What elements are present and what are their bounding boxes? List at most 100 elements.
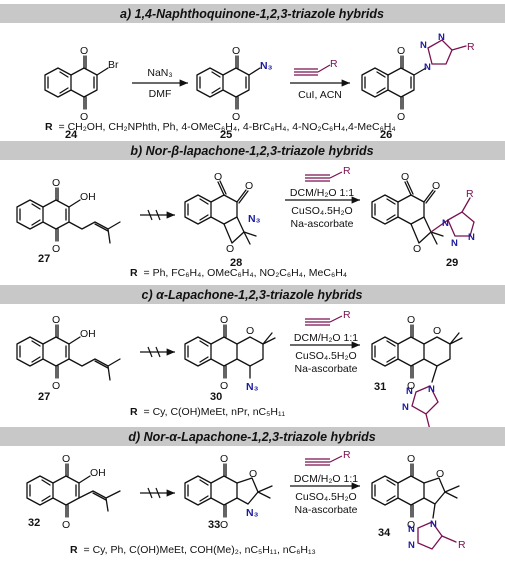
compound-label-27: 27	[38, 391, 50, 403]
atom-oh: OH	[80, 328, 96, 340]
triazole-n: N	[451, 238, 458, 249]
atom-o: O	[214, 171, 222, 183]
azide-group: N₃	[248, 213, 261, 225]
condition-reagent: NaN₃	[147, 67, 172, 79]
r-label: R	[45, 121, 53, 133]
compound-24: O O Br 24	[44, 45, 119, 141]
section-d-title: d) Nor-α-Lapachone-1,2,3-triazole hybrid…	[128, 430, 375, 444]
atom-o: O	[220, 519, 228, 531]
condition-reductant: Na-ascorbate	[294, 504, 357, 516]
atom-o: O	[220, 314, 228, 326]
section-c-header	[0, 285, 505, 304]
atom-oh: OH	[90, 467, 106, 479]
compound-32: O O OH 32	[26, 453, 121, 531]
atom-o: O	[397, 111, 405, 123]
atom-o: O	[407, 519, 415, 531]
compound-label-27: 27	[38, 253, 50, 265]
compound-31: O O O N N N R 31	[371, 314, 463, 445]
r-label: R	[130, 267, 138, 279]
condition-solvent: DMF	[149, 88, 172, 100]
compound-27: O O OH 27	[16, 177, 121, 265]
condition-catalyst: CuSO₄.5H₂O	[295, 350, 356, 362]
multistep-tick	[155, 346, 161, 358]
compound-25: O O N₃ 25	[196, 45, 273, 141]
section-a: a) 1,4-Naphthoquinone-1,2,3-triazole hyb…	[0, 4, 505, 141]
r-values: = Ph, FC₆H₄, OMeC₆H₄, NO₂C₆H₄, MeC₆H₄	[144, 267, 348, 279]
atom-o: O	[246, 325, 254, 337]
condition-solvent: DCM/H₂O 1:1	[290, 187, 354, 199]
section-b-title: b) Nor-β-lapachone-1,2,3-triazole hybrid…	[130, 144, 373, 158]
condition-solvent: DCM/H₂O 1:1	[294, 332, 358, 344]
section-a-header	[0, 4, 505, 23]
r-group-line-b: R = Ph, FC₆H₄, OMeC₆H₄, NO₂C₆H₄, MeC₆H₄	[130, 267, 347, 279]
atom-o: O	[220, 453, 228, 465]
r-group-line-a: R = CH₂OH, CH₂NPhth, Ph, 4-OMeC₆H₄, 4-Br…	[45, 121, 396, 133]
atom-o: O	[407, 453, 415, 465]
section-b-header	[0, 141, 505, 160]
compound-label-31: 31	[374, 381, 386, 393]
compound-label-24: 24	[65, 129, 78, 141]
r-label: R	[130, 406, 138, 418]
atom-o: O	[433, 325, 441, 337]
atom-o: O	[52, 243, 60, 255]
substituent-r: R	[458, 539, 466, 551]
atom-o: O	[245, 180, 253, 192]
multistep-tick	[155, 209, 161, 221]
atom-o: O	[432, 180, 440, 192]
triazole-n: N	[424, 62, 431, 73]
compound-26: O O N N N R 26	[361, 32, 475, 141]
compound-28: O O O N₃ 28	[184, 171, 261, 269]
atom-o: O	[407, 380, 415, 392]
atom-o: O	[80, 45, 88, 57]
compound-33: O O O N₃ 33	[184, 453, 273, 531]
section-d-header	[0, 427, 505, 446]
atom-o: O	[52, 380, 60, 392]
atom-oh: OH	[80, 191, 96, 203]
multistep-tick	[147, 346, 153, 358]
substituent-r: R	[467, 41, 475, 53]
azide-group: N₃	[246, 381, 259, 393]
compound-27: O O OH 27	[16, 314, 121, 403]
compound-label-33: 33	[208, 519, 220, 531]
alkyne-r-label: R	[343, 449, 351, 461]
section-c-title: c) α-Lapachone-1,2,3-triazole hybrids	[142, 288, 363, 302]
section-c: c) α-Lapachone-1,2,3-triazole hybrids O …	[0, 285, 505, 445]
atom-o: O	[62, 519, 70, 531]
compound-label-34: 34	[378, 527, 391, 539]
compound-label-32: 32	[28, 517, 40, 529]
alkyne-r-label: R	[343, 309, 351, 321]
multistep-tick	[147, 209, 153, 221]
atom-o: O	[226, 243, 234, 255]
atom-o: O	[413, 243, 421, 255]
atom-o: O	[80, 111, 88, 123]
atom-o: O	[232, 111, 240, 123]
triazole-n: N	[406, 386, 413, 397]
r-group-line-d: R = Cy, Ph, C(OH)MeEt, COH(Me)₂, nC₅H₁₁,…	[70, 544, 316, 556]
triazole-n: N	[428, 384, 435, 395]
multistep-tick	[147, 487, 153, 499]
compound-label-26: 26	[380, 129, 392, 141]
atom-o: O	[52, 314, 60, 326]
section-d: d) Nor-α-Lapachone-1,2,3-triazole hybrid…	[0, 427, 505, 556]
atom-o: O	[62, 453, 70, 465]
triazole-n: N	[402, 402, 409, 413]
r-label: R	[70, 544, 78, 556]
r-values: = CH₂OH, CH₂NPhth, Ph, 4-OMeC₆H₄, 4-BrC₆…	[59, 121, 396, 133]
triazole-n: N	[438, 32, 445, 43]
atom-o: O	[407, 314, 415, 326]
compound-29: O O O N N N R 29	[371, 171, 475, 269]
section-b: b) Nor-β-lapachone-1,2,3-triazole hybrid…	[0, 141, 505, 279]
multistep-tick	[155, 487, 161, 499]
compound-label-29: 29	[446, 257, 458, 269]
compound-30: O O O N₃ 30	[184, 314, 276, 403]
azide-group: N₃	[246, 507, 259, 519]
condition-catalyst: CuI, ACN	[298, 89, 342, 101]
atom-o: O	[401, 171, 409, 183]
atom-o: O	[52, 177, 60, 189]
triazole-n: N	[430, 519, 437, 530]
r-values: = Cy, C(OH)MeEt, nPr, nC₅H₁₁	[144, 406, 286, 418]
condition-catalyst: CuSO₄.5H₂O	[295, 491, 356, 503]
triazole-n: N	[420, 40, 427, 51]
atom-o: O	[249, 468, 257, 480]
